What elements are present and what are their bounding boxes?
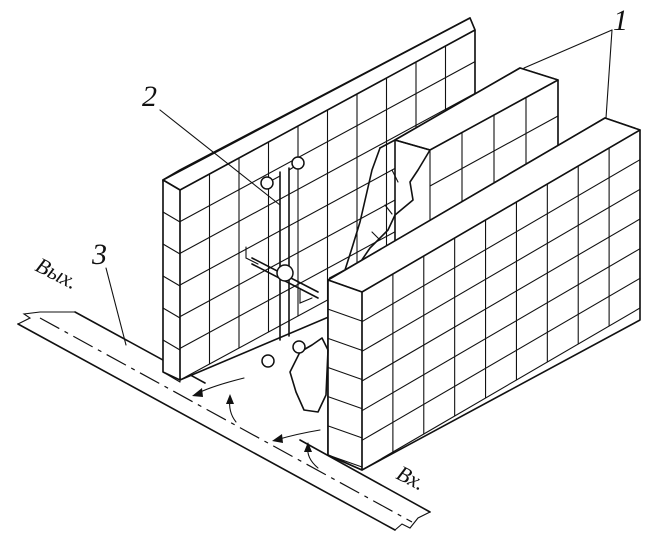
middle-wall-grid-line — [429, 79, 559, 151]
front-wall-grid-line — [361, 188, 641, 352]
callout-1-label: 1 — [613, 4, 628, 37]
leader-lines — [105, 29, 613, 346]
front-wall-side-grid-line — [327, 279, 363, 293]
front-wall-grid-line — [361, 307, 641, 471]
flow-arrows — [192, 377, 321, 469]
back-wall-side-grid-line — [162, 275, 181, 287]
front-wall-grid-line — [361, 159, 641, 323]
valve-knob-top-left — [260, 176, 274, 190]
back-wall-grid-line — [179, 29, 476, 191]
valve-hub — [276, 264, 294, 282]
outlet-label: Вых. — [32, 252, 82, 294]
valve-knob-bottom-left — [261, 354, 275, 368]
back-wall-side-grid-line — [162, 243, 181, 255]
front-wall-grid-line — [361, 218, 641, 382]
front-wall — [327, 117, 641, 471]
rubble-fragment — [289, 337, 329, 413]
back-wall-grid-line — [179, 61, 476, 223]
front-wall-side-grid-line — [327, 454, 363, 468]
front-wall-side-grid-line — [327, 366, 363, 381]
front-wall-side-grid-line — [327, 337, 363, 351]
middle-wall-grid-line — [429, 115, 559, 187]
front-wall-grid-line — [361, 277, 641, 441]
front-wall-grid-line — [361, 248, 641, 412]
inlet-label: Вх. — [393, 460, 430, 495]
back-wall-side-grid-line — [162, 339, 181, 351]
valve-stand — [245, 156, 319, 368]
callout-2-label: 2 — [142, 80, 157, 113]
back-wall-side-grid-line — [162, 307, 181, 319]
back-wall-side-grid-line — [162, 371, 181, 383]
back-wall-side-grid-line — [162, 211, 181, 223]
front-wall-grid-line — [361, 129, 641, 293]
back-wall-grid-line — [179, 92, 476, 254]
front-wall-side-grid-line — [327, 308, 363, 322]
valve-knob-bottom-right — [292, 340, 306, 354]
floor-duct — [17, 311, 431, 531]
callout-3-label: 3 — [91, 238, 107, 271]
valve-knob-top-right — [291, 156, 305, 170]
front-wall-side-grid-line — [327, 396, 363, 410]
front-wall-side-grid-line — [327, 425, 363, 439]
back-wall-side-grid-line — [162, 179, 181, 191]
